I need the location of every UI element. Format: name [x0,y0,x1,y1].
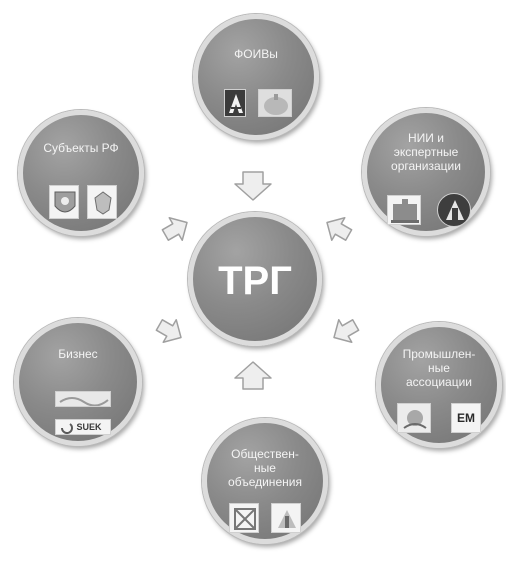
suek-logo-text: SUEK [76,422,102,432]
center-node: ТРГ [188,212,322,346]
em-logo-text: EM [457,411,475,425]
node-obsh: Обществен- ные объединения [202,418,328,544]
prom-label-line-1: Промышлен- [402,347,476,361]
nii-label-line-1: НИИ и [408,131,444,145]
obsh-label-line-3: объединения [228,475,302,489]
arrow-diagonal-icon [161,216,188,242]
em-logo-icon: EM [451,403,481,433]
university-logo-icon [437,193,471,227]
node-prom: Промышлен- ные ассоциации EM [376,322,502,448]
node-nii: НИИ и экспертные организации [362,108,490,236]
nii-label-line-3: организации [391,159,461,173]
business-logo-icon [55,391,111,407]
association-logo-icon [397,403,431,433]
suek-logo-icon: SUEK [55,419,111,435]
ministry-logo-icon [224,89,246,117]
arrow-diagonal-icon [155,318,182,344]
obsh-label-line-1: Обществен- [231,447,299,461]
building-icon [387,195,421,225]
biznes-label: Бизнес [58,347,98,361]
bell-logo-icon [258,89,292,117]
center-label: ТРГ [218,259,292,303]
prom-label-line-2: ные [428,361,450,375]
arrow-down-icon [234,171,272,201]
node-foivy: ФОИВы [193,14,319,140]
arrow-up-icon [234,361,272,390]
obsh-label-line-2: ные [254,461,276,475]
node-foivy-label: ФОИВы [234,47,278,61]
emblem-icon [49,185,79,219]
cross-logo-icon [229,503,259,533]
union-logo-icon [271,503,301,533]
arrow-diagonal-icon [326,216,353,242]
node-subjects: Субъекты РФ [18,110,144,236]
coat-of-arms-icon [87,185,117,219]
node-biznes: Бизнес SUEK [14,318,142,446]
prom-label-line-3: ассоциации [405,375,472,389]
arrow-diagonal-icon [333,318,360,344]
nii-label-line-2: экспертные [393,145,459,159]
subjects-label: Субъекты РФ [43,141,119,155]
